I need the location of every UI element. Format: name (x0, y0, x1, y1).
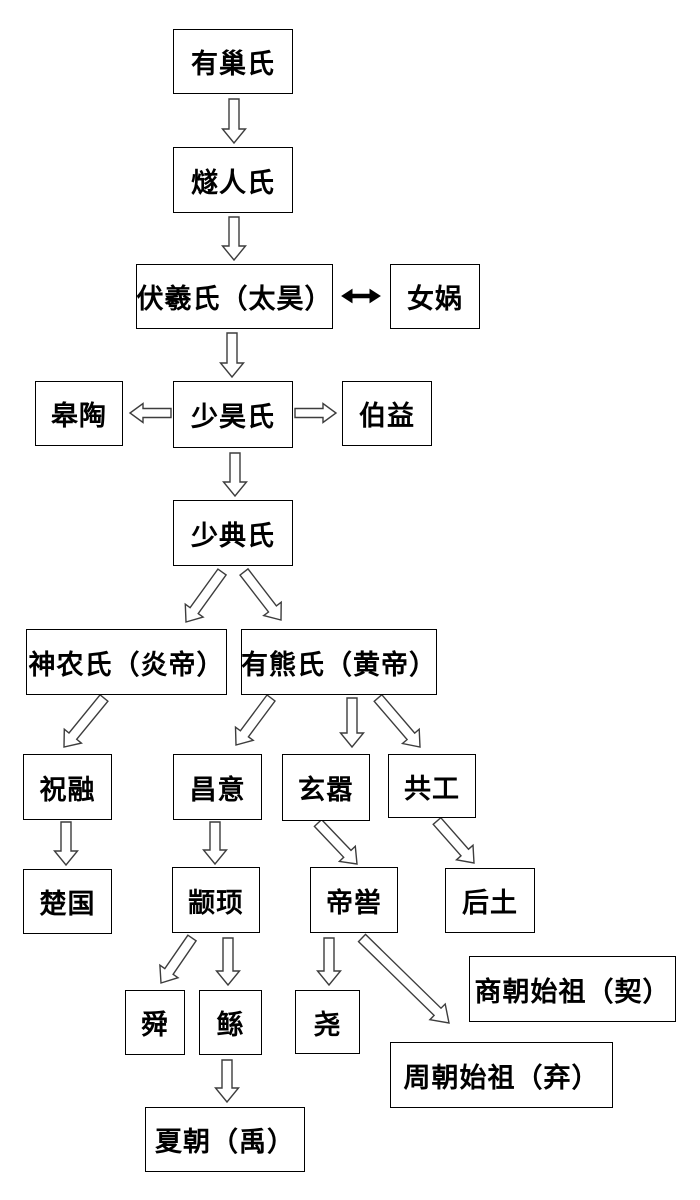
node-shangzushi: 商朝始祖（契） (469, 956, 676, 1022)
node-changyi: 昌意 (173, 754, 262, 820)
connector-diku-zhouzushi (357, 933, 450, 1024)
connector-shaodian-shennong (184, 568, 228, 623)
connector-shennong-zhurong (63, 693, 109, 748)
node-xiachao: 夏朝（禹） (145, 1107, 305, 1172)
connector-zhuanxu-gun (215, 937, 241, 987)
connector-gonggong-houtu (432, 816, 475, 864)
connector-fuxi-nuwa (341, 288, 381, 304)
connector-youxiong-gonggong (373, 693, 421, 748)
node-chuguo: 楚国 (23, 869, 112, 934)
connector-changyi-zhuanxu (202, 821, 228, 866)
connector-shaohao-gaoyao (128, 402, 172, 424)
node-youchao: 有巢氏 (173, 29, 293, 94)
connector-youchao-suiren (221, 98, 247, 145)
connector-fuxi-shaohao (219, 332, 245, 379)
node-gun: 鲧 (199, 990, 262, 1055)
node-shaohao: 少昊氏 (173, 381, 293, 448)
node-youxiong: 有熊氏（黄帝） (241, 629, 437, 695)
connector-youxiong-changyi (234, 694, 276, 746)
node-houtu: 后土 (445, 868, 535, 933)
node-fuxi: 伏羲氏（太昊） (136, 264, 333, 329)
connector-shaohao-shaodian (222, 452, 248, 498)
node-shennong: 神农氏（炎帝） (26, 629, 227, 695)
connector-zhurong-chuguo (53, 821, 79, 867)
connector-diku-yao (316, 937, 342, 987)
connector-gun-xiachao (214, 1059, 240, 1104)
node-shun: 舜 (125, 990, 185, 1055)
node-yao: 尧 (295, 990, 360, 1054)
node-gonggong: 共工 (388, 754, 476, 818)
node-boyi: 伯益 (342, 381, 432, 446)
connector-zhuanxu-shun (159, 934, 198, 984)
node-zhurong: 祝融 (23, 754, 112, 820)
connector-youxiong-xuanxiao (339, 697, 365, 749)
node-suiren: 燧人氏 (173, 147, 293, 213)
connector-suiren-fuxi (221, 216, 247, 262)
connector-shaodian-youxiong (239, 567, 282, 621)
node-nuwa: 女娲 (390, 264, 480, 329)
node-diku: 帝喾 (310, 867, 398, 933)
node-zhuanxu: 颛顼 (172, 867, 260, 933)
node-shaodian: 少典氏 (173, 500, 293, 566)
node-xuanxiao: 玄嚣 (282, 754, 370, 821)
connector-xuanxiao-diku (313, 818, 358, 865)
connector-shaohao-boyi (294, 402, 338, 424)
node-zhouzushi: 周朝始祖（弃） (390, 1042, 613, 1108)
node-gaoyao: 皋陶 (35, 381, 123, 446)
